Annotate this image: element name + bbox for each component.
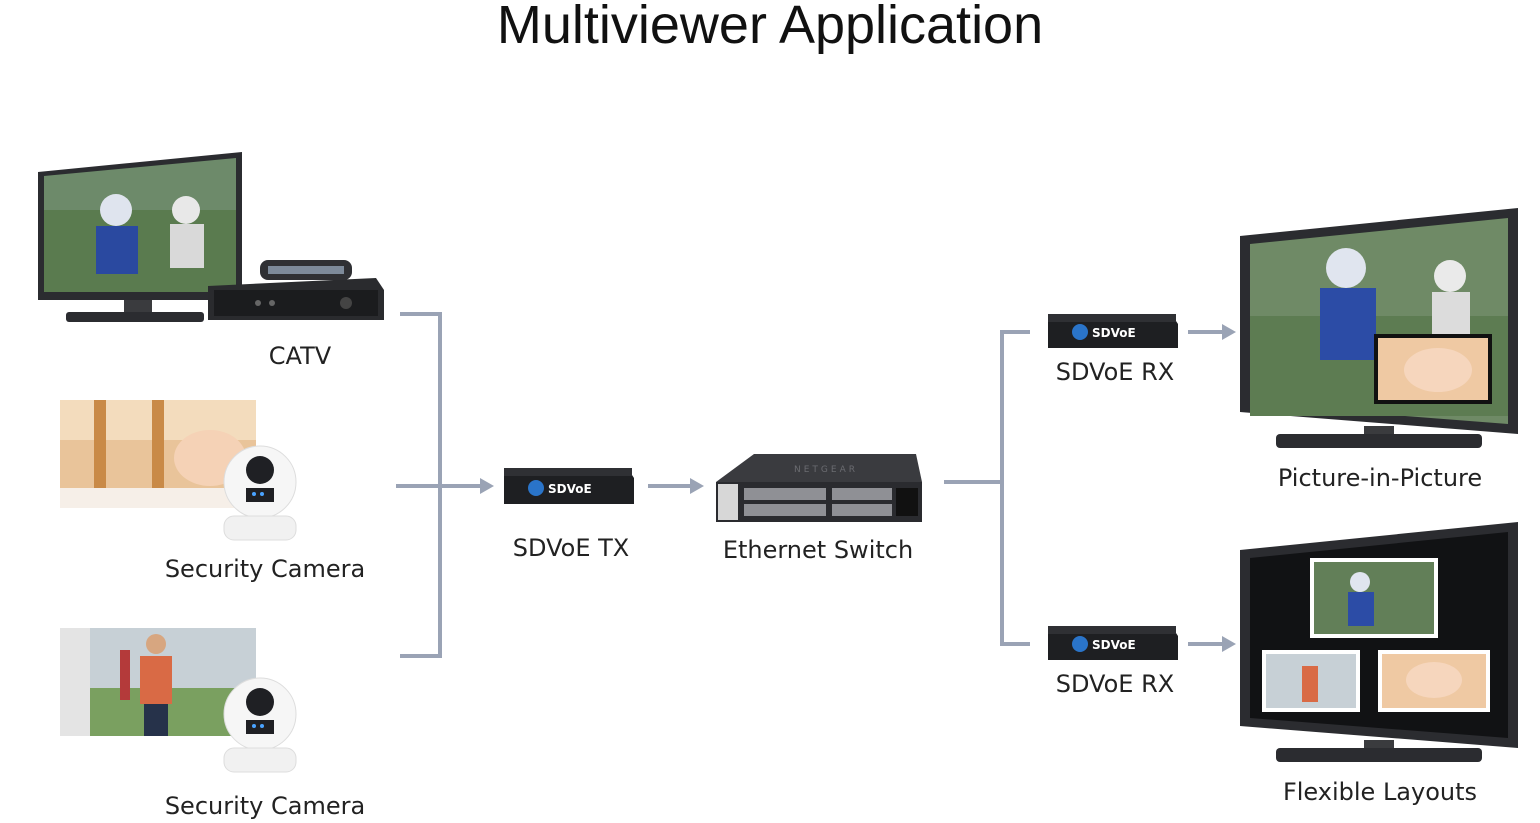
camera-2-label: Security Camera	[164, 792, 366, 820]
diagram-title: Multiviewer Application	[496, 0, 1044, 55]
sdvoe-box-icon: SDVoE	[504, 468, 634, 504]
sdvoe-box-icon: SDVoE	[1048, 626, 1178, 660]
sdvoe-rx-2-label: SDVoE RX	[1055, 670, 1175, 698]
flexible-layouts-label: Flexible Layouts	[1282, 778, 1478, 806]
sdvoe-rx-1-label: SDVoE RX	[1055, 358, 1175, 386]
tv-icon	[38, 152, 384, 322]
sdvoe-rx-device-2: SDVoE	[1046, 624, 1180, 662]
ethernet-switch-device: NETGEAR	[714, 452, 926, 524]
camera-icon	[60, 400, 297, 541]
catv-label: CATV	[268, 342, 332, 370]
tv-icon	[1240, 208, 1518, 448]
security-camera-2	[60, 628, 310, 778]
security-camera-1	[60, 398, 310, 546]
switch-icon: NETGEAR	[716, 454, 922, 522]
sdvoe-rx-device-1: SDVoE	[1046, 312, 1180, 350]
sdvoe-tx-label: SDVoE TX	[512, 534, 630, 562]
ethernet-switch-label: Ethernet Switch	[722, 536, 914, 564]
tv-icon	[1240, 522, 1518, 762]
rx1-badge-text: SDVoE	[1092, 326, 1136, 340]
camera-icon	[60, 628, 297, 773]
flexible-layouts-display	[1238, 520, 1522, 768]
pip-label: Picture-in-Picture	[1277, 464, 1483, 492]
switch-brand: NETGEAR	[794, 465, 858, 475]
rx2-badge-text: SDVoE	[1092, 638, 1136, 652]
camera-1-label: Security Camera	[164, 555, 366, 583]
catv-source	[36, 150, 388, 336]
tx-badge-text: SDVoE	[548, 482, 592, 496]
sdvoe-tx-device: SDVoE	[502, 466, 636, 506]
sdvoe-box-icon: SDVoE	[1048, 314, 1178, 348]
pip-display	[1238, 206, 1522, 454]
